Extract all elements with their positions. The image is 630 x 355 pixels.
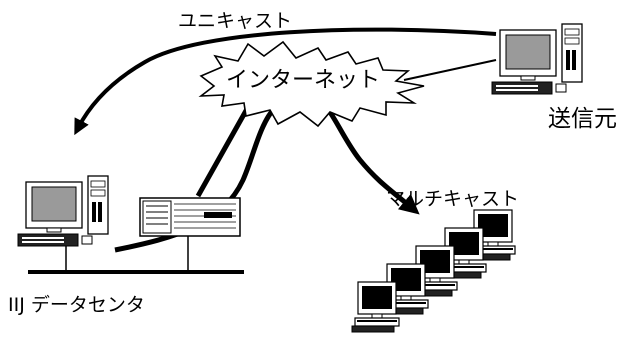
multicast-label: マルチキャスト <box>386 188 520 210</box>
sender-label: 送信元 <box>548 106 617 132</box>
datacenter-computer <box>17 175 109 247</box>
sender-link-line <box>403 59 497 81</box>
internet-label: インターネット <box>226 68 381 93</box>
sender-computer <box>491 23 583 95</box>
internet-to-server-line <box>195 98 255 198</box>
unicast-label: ユニキャスト <box>178 10 293 32</box>
internet-cloud <box>198 40 425 128</box>
unicast-arrow <box>74 27 497 136</box>
iij-datacenter-label: IIJ データセンタ <box>8 294 145 316</box>
rack-server <box>139 197 241 237</box>
client-computer <box>351 281 400 333</box>
